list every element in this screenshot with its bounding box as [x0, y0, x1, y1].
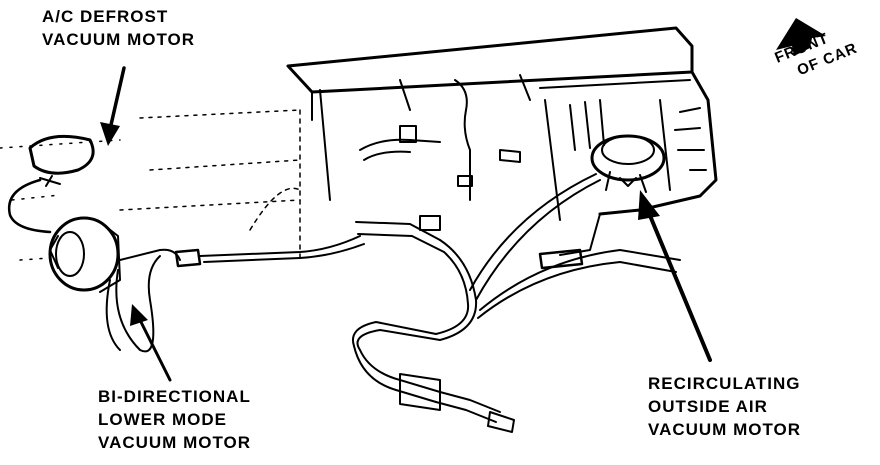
label-line: VACUUM MOTOR: [98, 433, 252, 452]
label-bidirectional-vacuum-motor: BI-DIRECTIONAL LOWER MODE VACUUM MOTOR: [98, 385, 251, 454]
label-line: VACUUM MOTOR: [42, 30, 196, 49]
hvac-housing: [0, 26, 718, 261]
arrow-head-bidirectional-icon: [130, 304, 148, 326]
label-line: A/C DEFROST: [42, 7, 169, 26]
callout-arrows: [100, 66, 712, 382]
defrost-vacuum-motor: [28, 134, 95, 187]
label-line: LOWER MODE: [98, 410, 227, 429]
label-line: VACUUM MOTOR: [648, 420, 802, 439]
bidirectional-vacuum-motor: [48, 216, 121, 293]
arrow-head-recirc-icon: [638, 190, 660, 220]
label-line: OUTSIDE AIR: [648, 397, 768, 416]
label-line: RECIRCULATING: [648, 374, 801, 393]
label-ac-defrost-vacuum-motor: A/C DEFROST VACUUM MOTOR: [42, 5, 195, 51]
label-recirc-vacuum-motor: RECIRCULATING OUTSIDE AIR VACUUM MOTOR: [648, 372, 801, 441]
vacuum-hoses: [7, 125, 681, 433]
recirc-vacuum-motor: [590, 134, 666, 193]
label-line: BI-DIRECTIONAL: [98, 387, 251, 406]
front-of-car-arrow-icon: [776, 18, 826, 56]
arrow-head-defrost-icon: [100, 122, 120, 146]
